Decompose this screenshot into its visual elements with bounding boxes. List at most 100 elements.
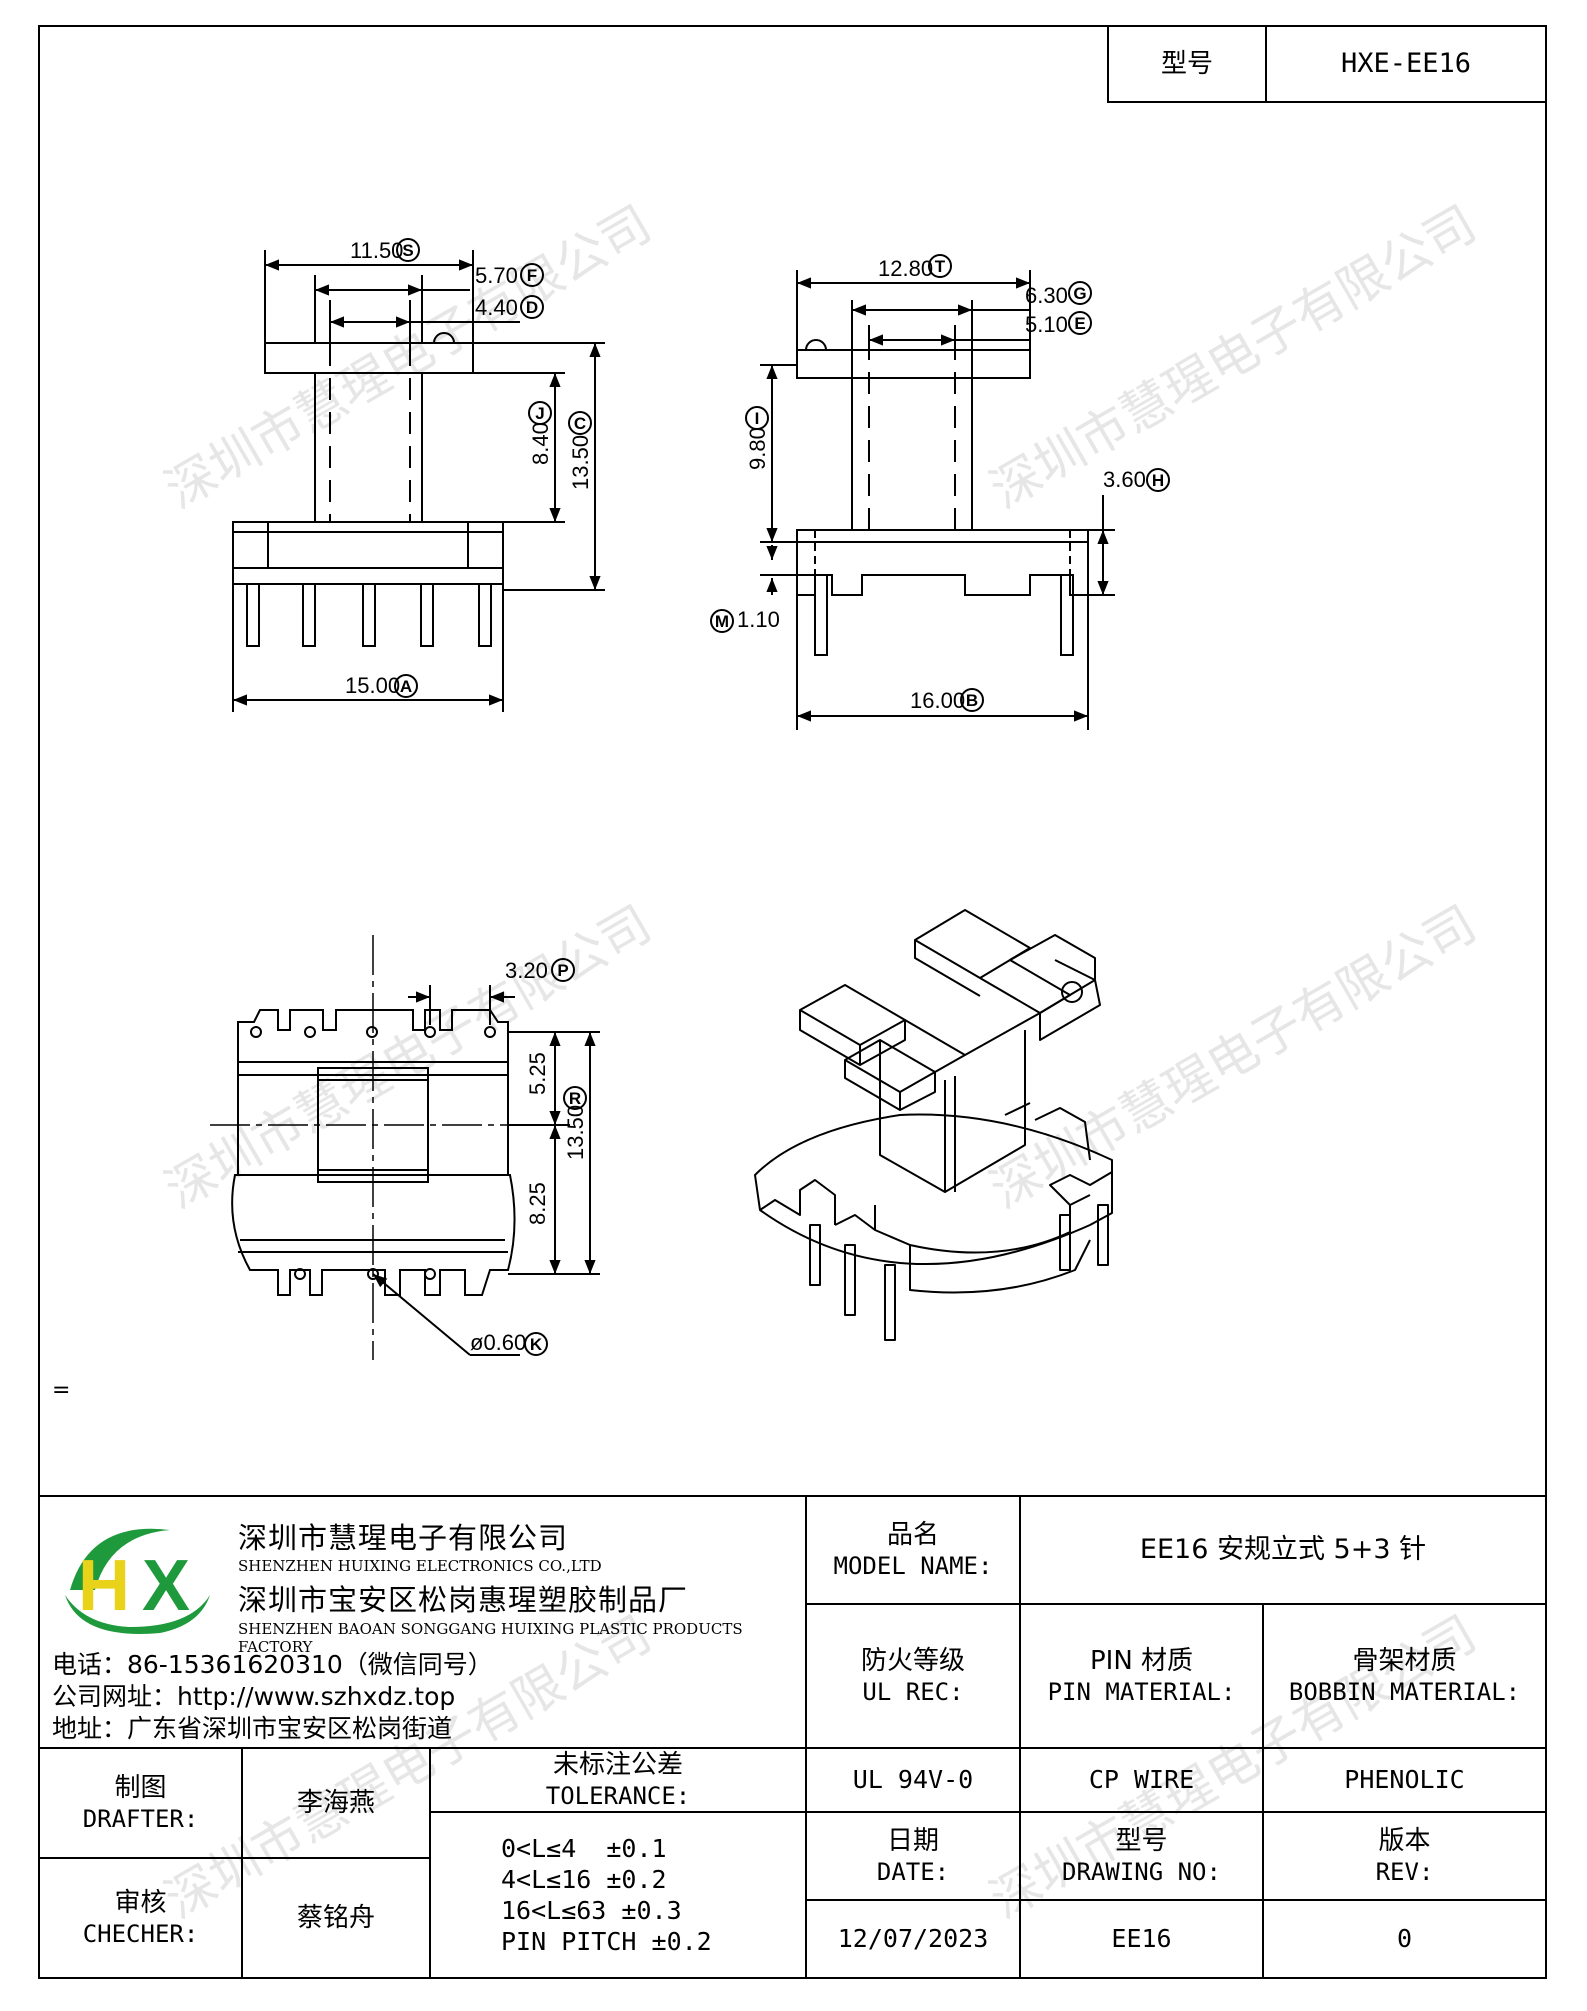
model-name-label-cell: 品名 MODEL NAME: [805, 1495, 1021, 1605]
dim-J-value: 8.40 [528, 422, 553, 465]
svg-text:I: I [755, 409, 760, 428]
drafter-label-cell: 制图 DRAFTER: [38, 1747, 243, 1859]
factory-name-en: SHENZHEN BAOAN SONGGANG HUIXING PLASTIC … [238, 1620, 743, 1656]
dim-M-value: 1.10 [737, 607, 780, 632]
dim-R-value: 13.50 [563, 1105, 588, 1160]
svg-text:F: F [527, 266, 537, 285]
drafter-cn: 制图 [114, 1772, 167, 1803]
balloon-H: H [1146, 468, 1170, 492]
tolerance-label-cell: 未标注公差 TOLERANCE: [429, 1747, 807, 1813]
svg-text:D: D [526, 298, 538, 317]
header-model-value: HXE-EE16 [1340, 48, 1472, 80]
drawing-cn: 型号 [1115, 1825, 1168, 1856]
dim-G-value: 6.30 [1025, 283, 1068, 308]
side-view [760, 270, 1115, 730]
dim-C-value: 13.50 [568, 435, 593, 490]
isometric-view [754, 909, 1113, 1341]
balloon-P: P [551, 958, 575, 982]
stray-mark: = [52, 1378, 71, 1403]
dim-A-value: 15.00 [345, 673, 400, 698]
date-value: 12/07/2023 [837, 1924, 989, 1954]
technical-drawing: 11.50 5.70 4.40 8.40 13.50 15.00 12.80 6… [210, 238, 1170, 1360]
pin-value: CP WIRE [1088, 1765, 1195, 1795]
bobbin-cn: 骨架材质 [1352, 1645, 1457, 1676]
svg-text:S: S [402, 241, 413, 260]
svg-text:E: E [1074, 314, 1085, 333]
svg-text:G: G [1073, 284, 1086, 303]
tolerance-cn: 未标注公差 [552, 1749, 683, 1780]
dim-B-value: 16.00 [910, 688, 965, 713]
svg-text:R: R [569, 1089, 581, 1108]
drafter-value-cell: 李海燕 [241, 1747, 431, 1859]
svg-text:H: H [1152, 471, 1164, 490]
date-cn: 日期 [886, 1825, 939, 1856]
logo-x: X [142, 1546, 190, 1626]
dim-F-value: 5.70 [475, 263, 518, 288]
checker-value: 蔡铭舟 [296, 1902, 375, 1933]
header-model-label: 型号 [1160, 48, 1213, 79]
svg-text:A: A [400, 677, 412, 696]
rev-en: REV: [1375, 1858, 1434, 1887]
checker-en: CHECHER: [82, 1920, 199, 1949]
dim-I-value: 9.80 [745, 427, 770, 470]
checker-value-cell: 蔡铭舟 [241, 1857, 431, 1979]
svg-text:P: P [557, 961, 568, 980]
dim-E-value: 5.10 [1025, 312, 1068, 337]
tolerance-line-2: 4<L≤16 ±0.2 [501, 1864, 667, 1894]
tolerance-line-3: 16<L≤63 ±0.3 [501, 1896, 682, 1925]
model-name-value: EE16 安规立式 5+3 针 [1139, 1534, 1427, 1566]
svg-text:M: M [715, 612, 729, 631]
rev-label-cell: 版本 REV: [1262, 1811, 1547, 1901]
tolerance-values-cell: 0<L≤4 ±0.1 4<L≤16 ±0.2 16<L≤63 ±0.3 PIN … [429, 1811, 807, 1979]
dimension-balloons: S F D J C A T G E I H M B P R K [394, 238, 1170, 1356]
checker-label-cell: 审核 CHECHER: [38, 1857, 243, 1979]
company-address: 地址：广东省深圳市宝安区松岗街道 [52, 1714, 453, 1743]
balloon-R: R [563, 1086, 587, 1110]
factory-name-cn: 深圳市宝安区松岗惠瑆塑胶制品厂 [238, 1583, 689, 1617]
rev-cn: 版本 [1378, 1825, 1431, 1856]
model-name-cn: 品名 [886, 1519, 939, 1550]
logo-h: H [78, 1546, 130, 1626]
pin-label-cell: PIN 材质 PIN MATERIAL: [1019, 1603, 1264, 1749]
balloon-C: C [568, 411, 592, 435]
svg-text:J: J [535, 404, 544, 423]
date-label-cell: 日期 DATE: [805, 1811, 1021, 1901]
company-area: H X HX 深圳市慧瑆电子有限公司 SHENZHEN HUIXING ELEC… [38, 1495, 807, 1747]
title-block [38, 1495, 1547, 1981]
front-view [232, 250, 605, 712]
dim-K-value: ø0.60 [470, 1330, 526, 1355]
ul-en: UL REC: [862, 1678, 964, 1707]
balloon-A: A [394, 674, 418, 698]
svg-text:B: B [966, 691, 978, 710]
balloon-F: F [520, 263, 544, 287]
drafter-en: DRAFTER: [82, 1805, 199, 1834]
pin-cn: PIN 材质 [1089, 1645, 1194, 1676]
balloon-D: D [520, 295, 544, 319]
bobbin-value-cell: PHENOLIC [1262, 1747, 1547, 1813]
dim-H-value: 3.60 [1103, 467, 1146, 492]
ul-label-cell: 防火等级 UL REC: [805, 1603, 1021, 1749]
drawing-value: EE16 [1111, 1924, 1172, 1954]
dim-R-upper-value: 5.25 [525, 1052, 550, 1095]
model-name-en: MODEL NAME: [833, 1552, 993, 1581]
rev-value-cell: 0 [1262, 1899, 1547, 1979]
rev-value: 0 [1396, 1924, 1413, 1954]
balloon-I: I [745, 406, 769, 430]
bobbin-en: BOBBIN MATERIAL: [1288, 1678, 1521, 1707]
bobbin-value: PHENOLIC [1344, 1765, 1465, 1795]
checker-cn: 审核 [114, 1887, 167, 1918]
company-website: 公司网址：http://www.szhxdz.top [52, 1682, 456, 1711]
dim-S-value: 11.50 [350, 238, 403, 263]
front-pins [246, 583, 492, 647]
ul-cn: 防火等级 [860, 1645, 965, 1676]
drawing-en: DRAWING NO: [1062, 1858, 1221, 1887]
ul-value-cell: UL 94V-0 [805, 1747, 1021, 1813]
pin-value-cell: CP WIRE [1019, 1747, 1264, 1813]
company-logo: H X [65, 1528, 210, 1634]
balloon-K: K [524, 1332, 548, 1356]
balloon-G: G [1068, 281, 1092, 305]
balloon-B: B [960, 688, 984, 712]
date-en: DATE: [876, 1858, 950, 1887]
dim-P-value: 3.20 [505, 958, 548, 983]
tolerance-en: TOLERANCE: [545, 1782, 691, 1811]
